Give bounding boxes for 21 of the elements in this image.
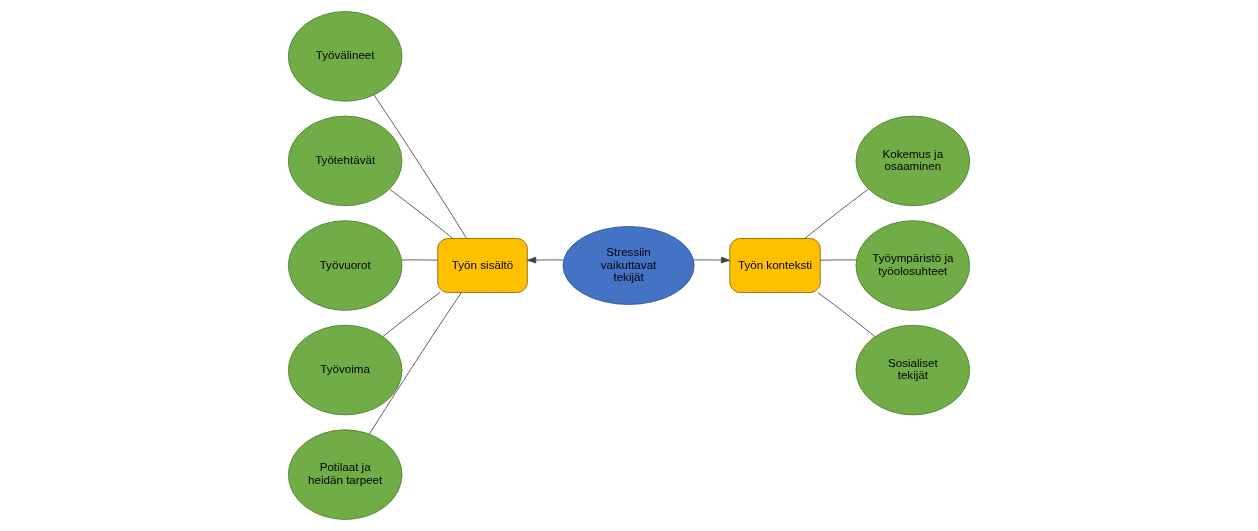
node-ellipse: Työympäristö ja työolosuhteet (855, 220, 971, 311)
connector (373, 94, 467, 239)
connector (820, 259, 857, 261)
connector (804, 188, 869, 239)
node-ellipse: Kokemus ja osaaminen (855, 115, 971, 207)
node-box: Työn sisältö (437, 238, 528, 293)
node-ellipse: Työvälineet (287, 11, 403, 102)
node-ellipse: Potilaat ja heidän tarpeet (287, 429, 403, 520)
node-ellipse: Stressiin vaikuttavat tekijät (562, 226, 695, 305)
connector (401, 259, 439, 261)
node-ellipse: Työtehtävät (287, 115, 403, 207)
arrow (693, 256, 731, 264)
node-ellipse: Työvoima (287, 324, 403, 416)
connector (817, 292, 876, 337)
node-ellipse: Työvuorot (287, 220, 403, 311)
connector (369, 292, 462, 435)
arrow (527, 256, 564, 264)
node-box: Työn konteksti (729, 238, 821, 293)
connector (382, 292, 441, 337)
connector (389, 188, 454, 239)
node-ellipse: Sosialiset tekijät (855, 324, 971, 416)
